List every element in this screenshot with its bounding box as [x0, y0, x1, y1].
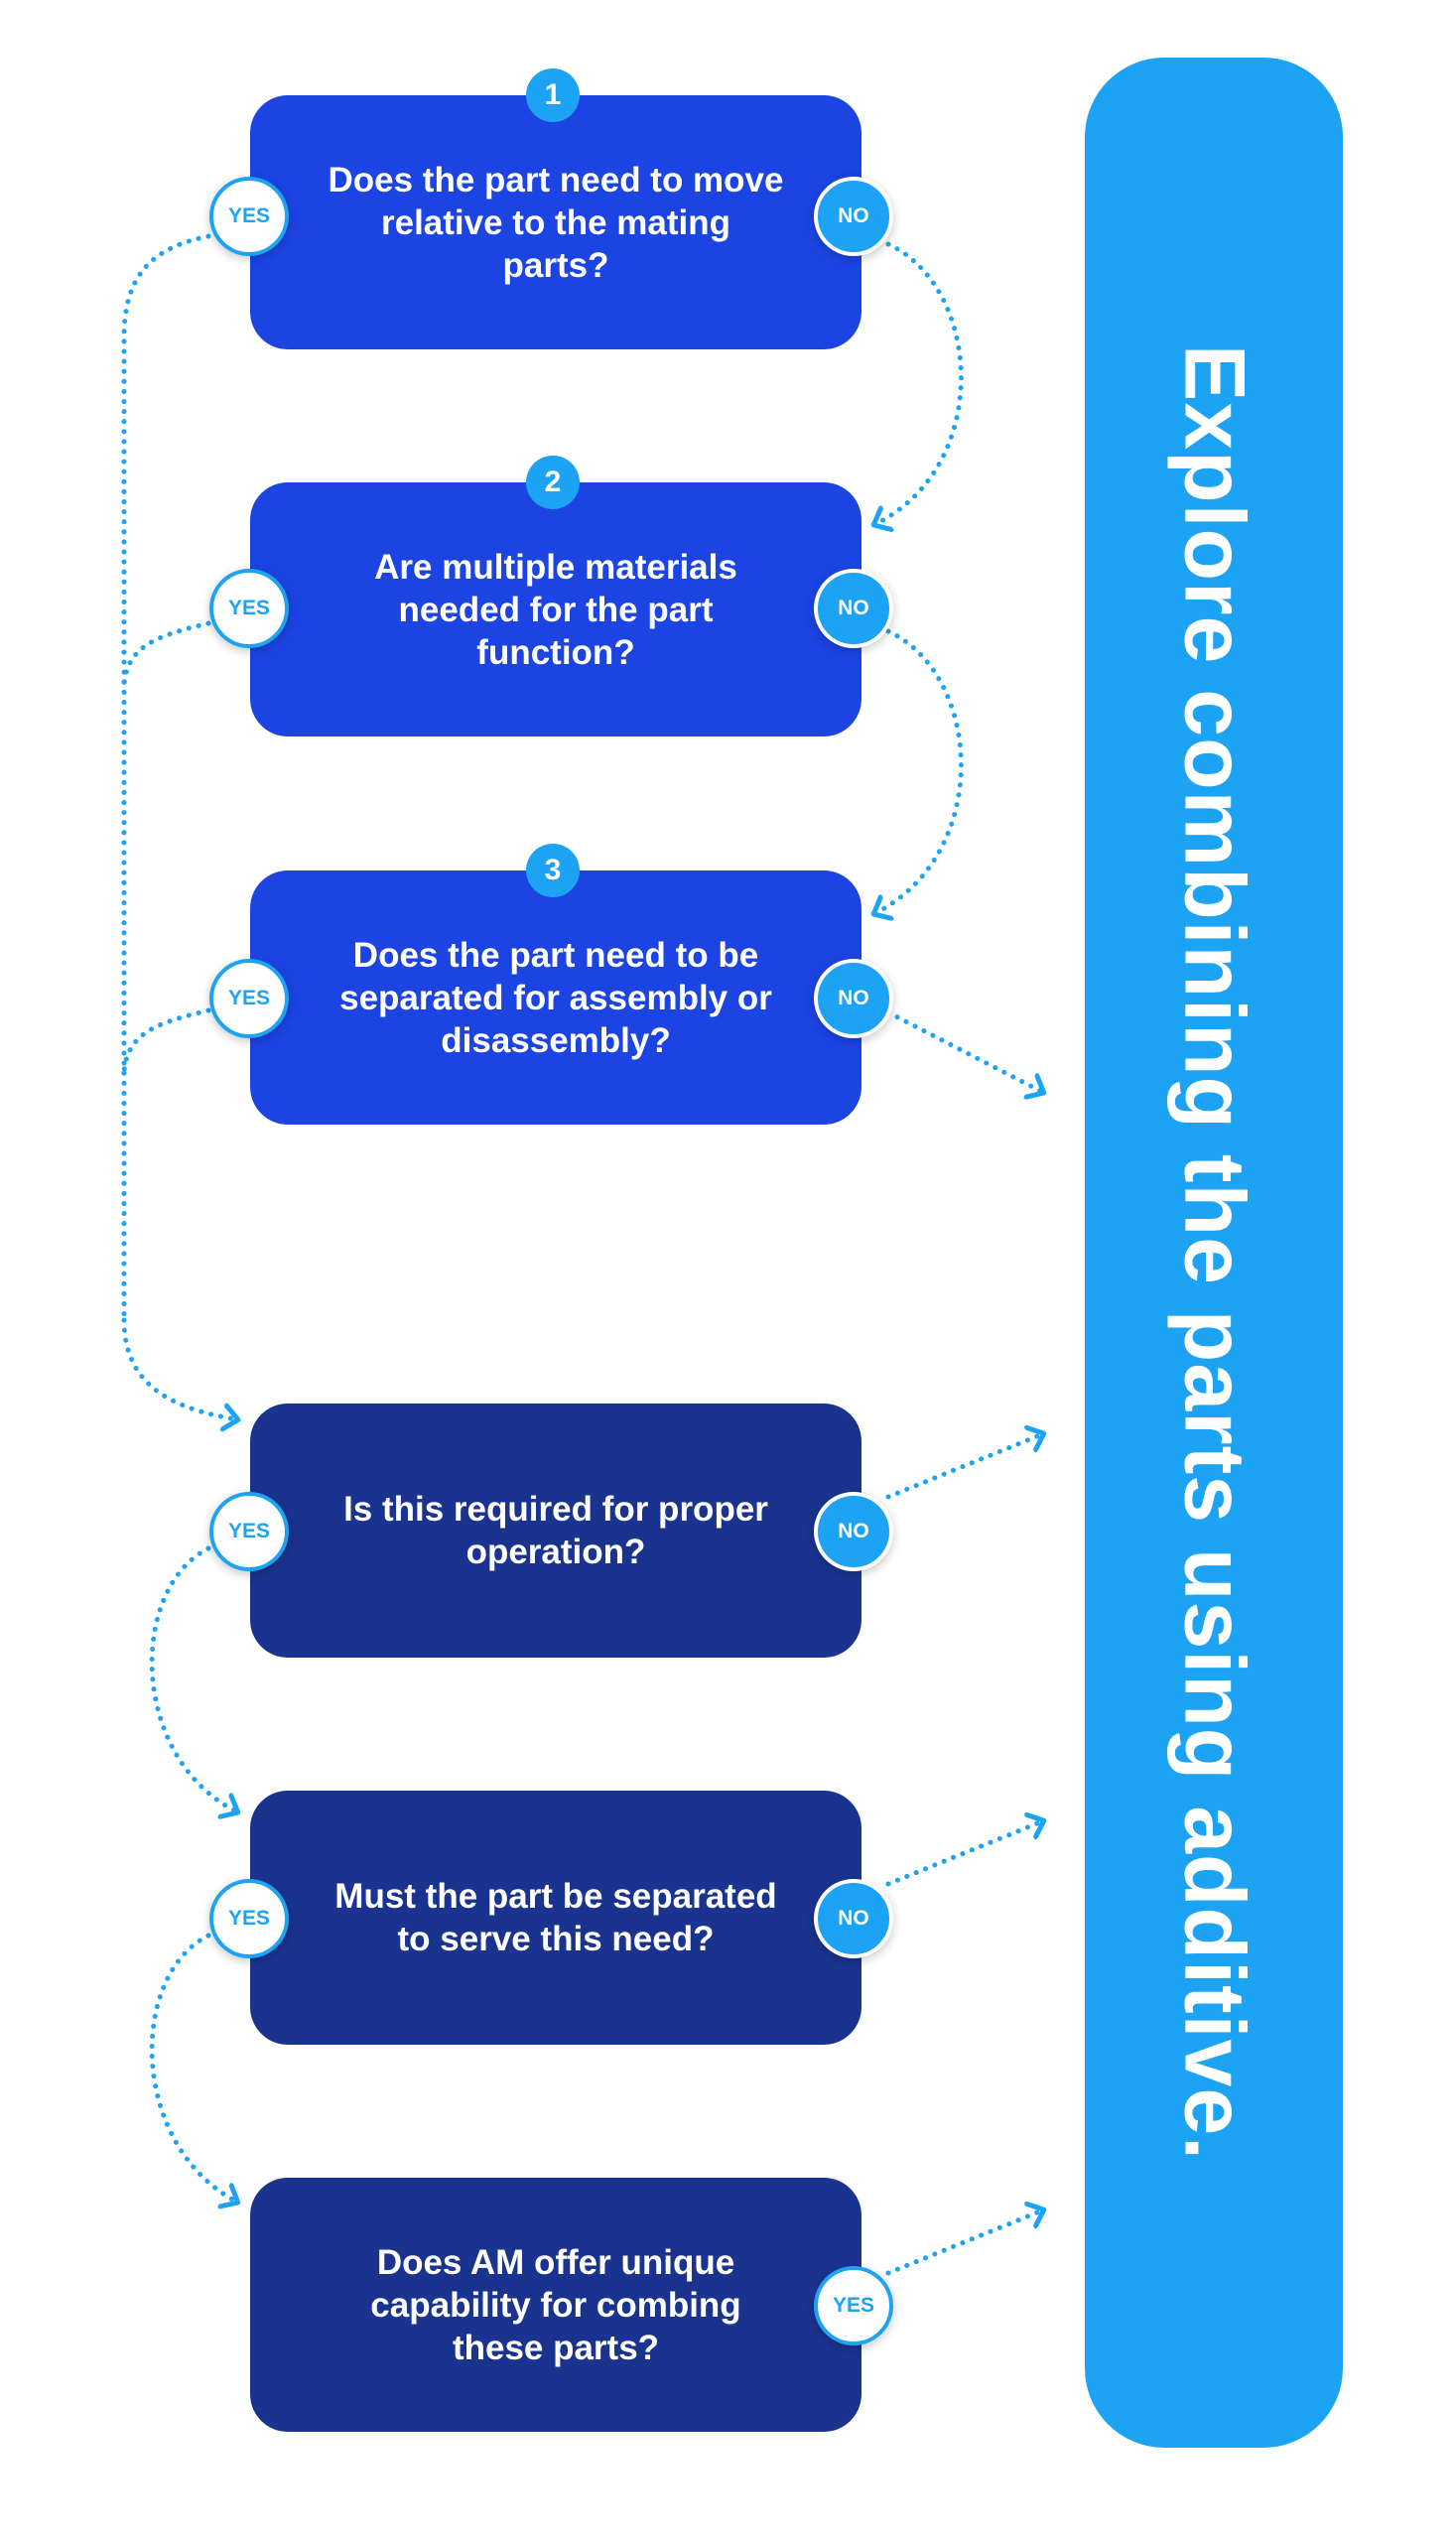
yes-circle-2: YES: [209, 569, 289, 648]
arrow-no2-to-q3: [875, 628, 964, 913]
question-box-5: Must the part be separated to serve this…: [250, 1791, 861, 2045]
arrow-yes-to-q4: [121, 1317, 236, 1419]
question-text-4: Is this required for proper operation?: [343, 1490, 768, 1571]
no-circle-2: NO: [814, 569, 893, 648]
no-circle-3: NO: [814, 959, 893, 1038]
no-circle-1: NO: [814, 177, 893, 256]
arrow-yes2-join: [121, 620, 211, 688]
question-text-5: Must the part be separated to serve this…: [334, 1877, 777, 1958]
step-number-badge-1: 1: [526, 68, 580, 122]
question-box-6: Does AM offer unique capability for comb…: [250, 2178, 861, 2432]
question-text-1: Does the part need to move relative to t…: [328, 160, 784, 285]
step-number-badge-3: 3: [526, 844, 580, 897]
arrow-yes5-to-q6: [149, 1933, 236, 2202]
result-panel: Explore combining the parts using additi…: [1085, 58, 1343, 2448]
arrow-no3-to-result: [885, 1009, 1042, 1092]
arrow-yes4-to-q5: [149, 1545, 236, 1811]
arrow-yes1-line: [121, 233, 211, 1323]
question-box-4: Is this required for proper operation?: [250, 1404, 861, 1658]
question-text-6: Does AM offer unique capability for comb…: [370, 2242, 741, 2367]
yes-circle-3: YES: [209, 959, 289, 1038]
question-box-3: Does the part need to be separated for a…: [250, 870, 861, 1125]
question-text-3: Does the part need to be separated for a…: [339, 935, 772, 1060]
arrow-no5-to-result: [885, 1821, 1042, 1887]
arrow-yes6-to-result: [885, 2210, 1042, 2276]
yes-circle-1: YES: [209, 177, 289, 256]
no-circle-5: NO: [814, 1879, 893, 1958]
step-number-badge-2: 2: [526, 456, 580, 509]
no-circle-4: NO: [814, 1492, 893, 1571]
result-text: Explore combining the parts using additi…: [1166, 343, 1262, 2162]
yes-circle-6: YES: [814, 2266, 893, 2345]
question-box-1: Does the part need to move relative to t…: [250, 95, 861, 349]
arrow-no1-to-q2: [875, 241, 964, 524]
arrow-yes3-join: [121, 1007, 211, 1075]
yes-circle-5: YES: [209, 1879, 289, 1958]
question-text-2: Are multiple materials needed for the pa…: [374, 547, 737, 672]
question-box-2: Are multiple materials needed for the pa…: [250, 482, 861, 736]
arrow-no4-to-result: [885, 1434, 1042, 1500]
yes-circle-4: YES: [209, 1492, 289, 1571]
